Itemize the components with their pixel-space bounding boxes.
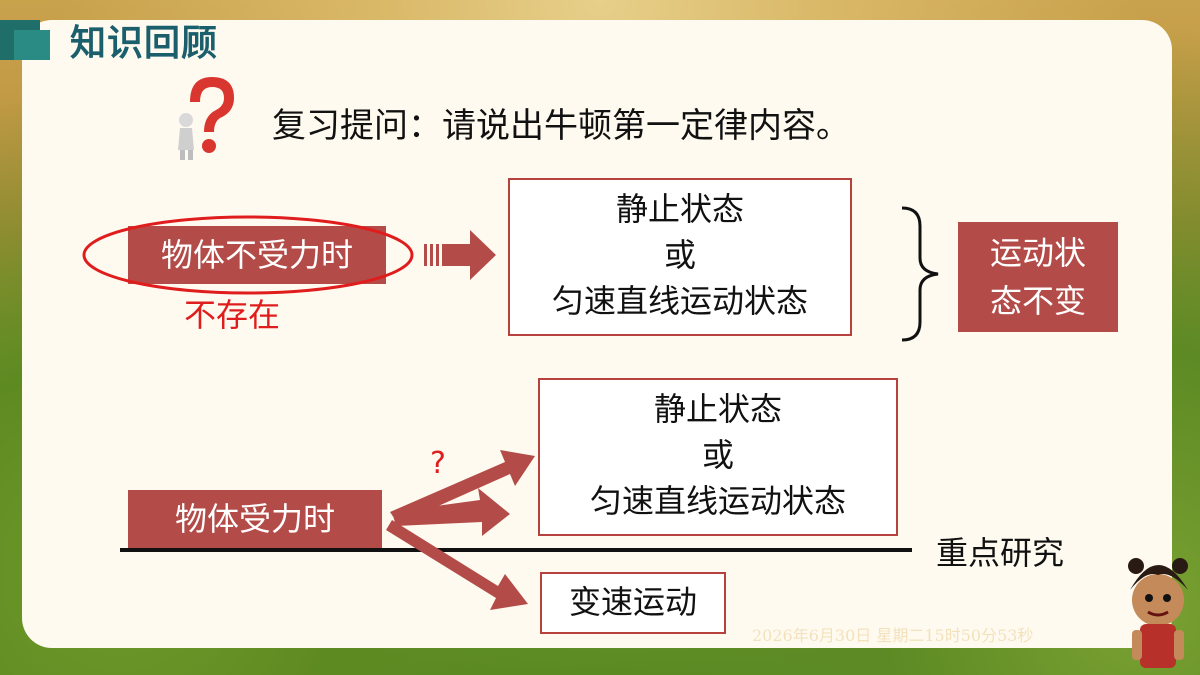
branch-arrows-icon — [386, 450, 535, 610]
right-arrow-icon — [424, 230, 496, 280]
state-line: 或 — [701, 436, 734, 474]
review-question: 复习提问：请说出牛顿第一定律内容。 — [272, 106, 850, 146]
result-line: 态不变 — [989, 282, 1086, 320]
result-line: 运动状 — [989, 234, 1086, 272]
question-mark-figure-icon — [178, 77, 234, 160]
question-mark: ? — [430, 446, 446, 481]
condition-no-force: 物体不受力时 — [128, 226, 386, 284]
variable-motion-box: 变速运动 — [540, 572, 726, 634]
not-exist-note: 不存在 — [184, 296, 281, 334]
result-box: 运动状 态不变 — [958, 222, 1118, 332]
focus-label: 重点研究 — [936, 534, 1065, 572]
right-brace-icon — [901, 206, 939, 342]
highlight-ellipse — [82, 215, 414, 295]
state-line: 静止状态 — [615, 190, 744, 228]
cartoon-character-icon — [1128, 558, 1188, 668]
state-line: 或 — [663, 236, 696, 274]
state-line: 匀速直线运动状态 — [551, 282, 808, 320]
page-title: 知识回顾 — [70, 23, 219, 64]
timestamp: 2026年6月30日 星期二15时50分53秒 — [752, 626, 1034, 645]
state-box-2: 静止状态 或 匀速直线运动状态 — [538, 378, 898, 536]
state-line: 静止状态 — [653, 390, 782, 428]
state-box-1: 静止状态 或 匀速直线运动状态 — [508, 178, 852, 336]
condition-with-force: 物体受力时 — [128, 490, 382, 548]
state-line: 匀速直线运动状态 — [589, 482, 846, 520]
title-decor-square-inner — [14, 30, 50, 60]
